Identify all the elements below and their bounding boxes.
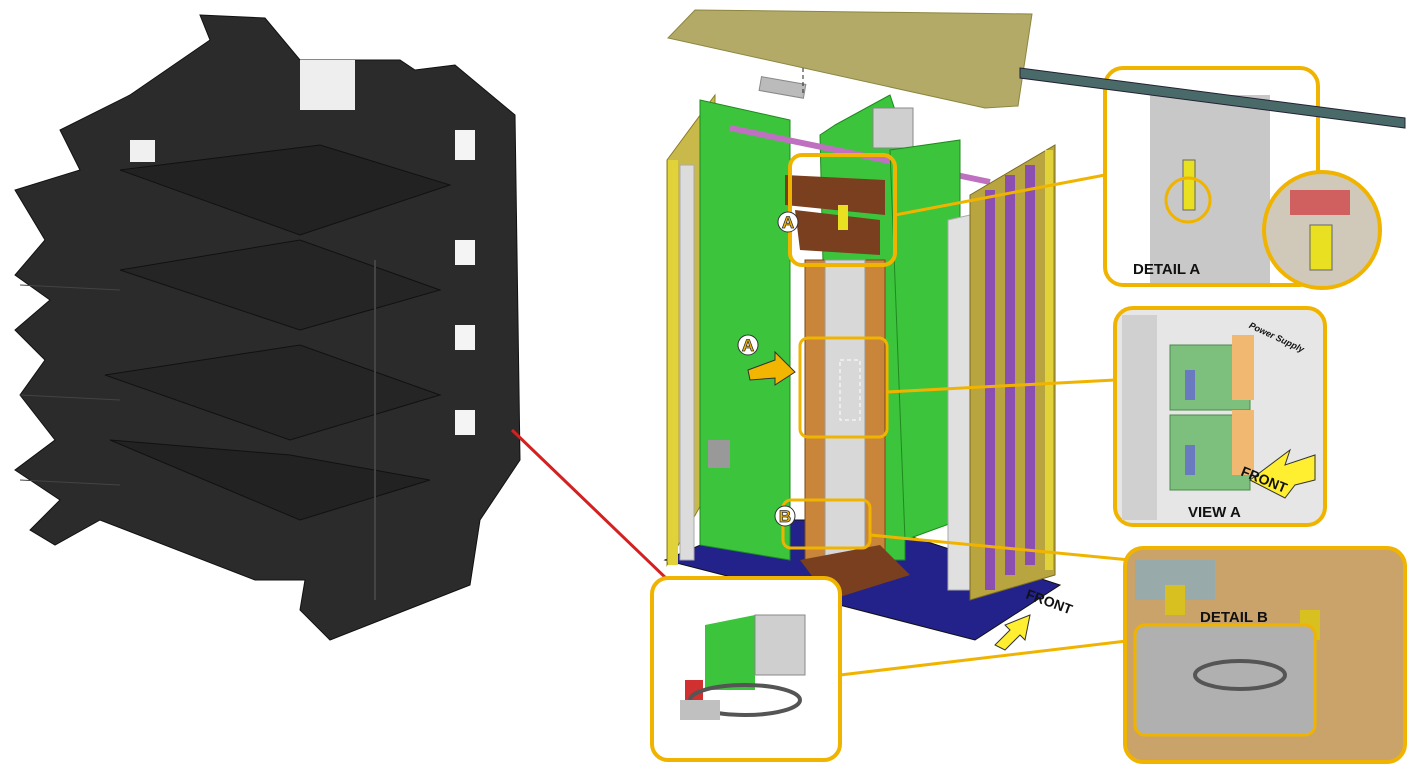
center-column [729,94,991,600]
view-a-callout-box [798,336,889,439]
marker-b-detail: B [774,505,796,527]
top-cover-panel [667,9,1033,109]
svg-text:A: A [782,213,794,232]
detail-a-label: DETAIL A [1133,261,1200,278]
motor-detail-panel [650,576,842,762]
small-plate [758,76,807,99]
view-a-panel [1113,306,1327,527]
left-wall [666,93,791,567]
dark-rack-frame [14,14,521,641]
dashed-outline [839,359,861,421]
detail-b-label: DETAIL B [1200,609,1268,626]
detail-a-panel [1019,66,1406,290]
detail-a-callout-box [788,153,897,267]
svg-text:B: B [779,507,791,526]
right-wall [889,139,1056,601]
svg-text:A: A [742,336,754,355]
detail-b-panel [1123,546,1407,764]
view-a-arrow-icon [747,350,796,386]
marker-a-detail: A [777,211,799,233]
view-a-label: VIEW A [1188,504,1241,521]
front-arrow-icon [994,614,1031,651]
marker-a-view: A [737,334,759,356]
